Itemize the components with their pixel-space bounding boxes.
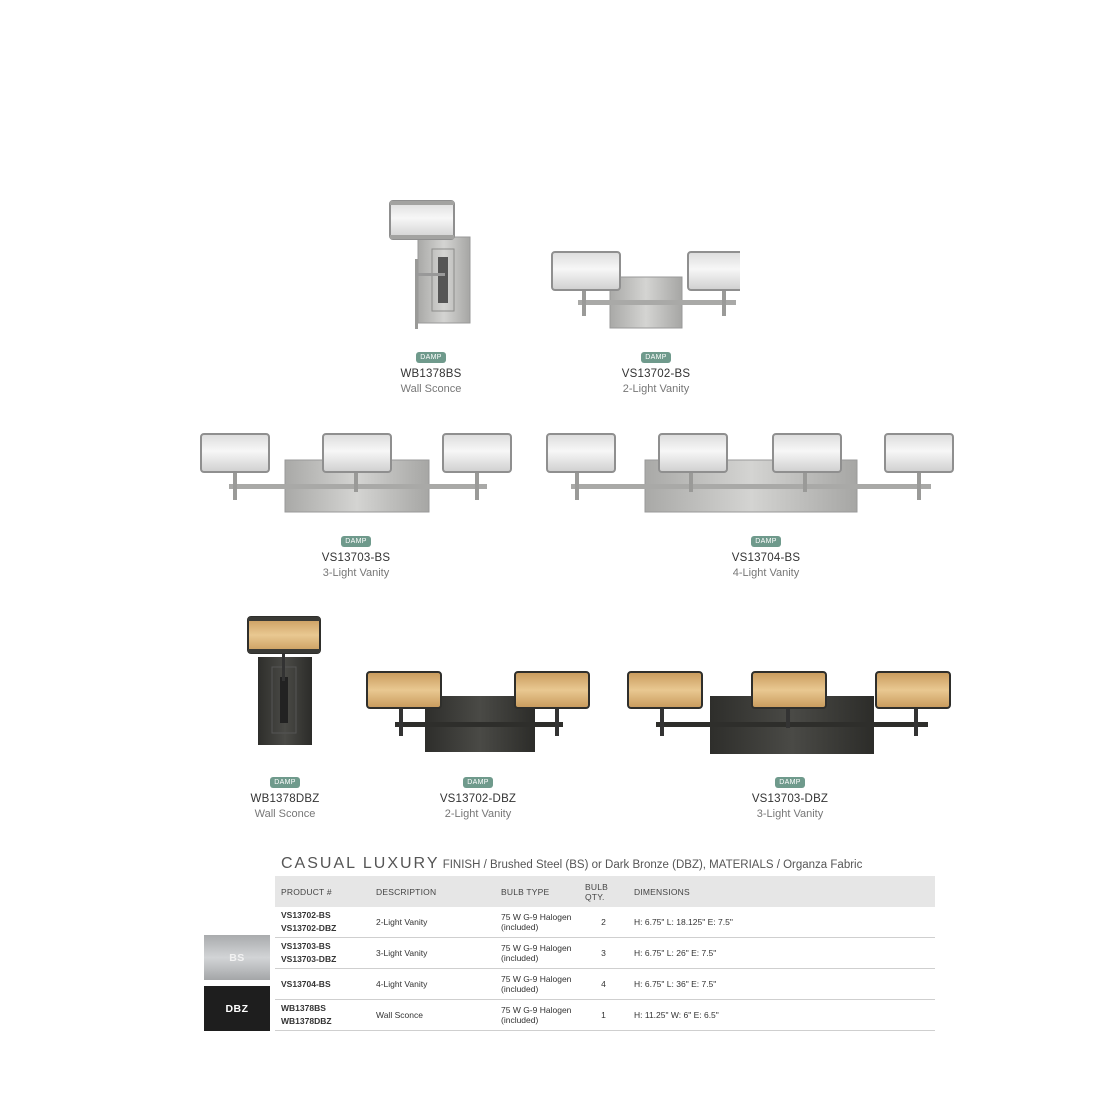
spec-table: PRODUCT # DESCRIPTION BULB TYPE BULB QTY… [275, 876, 935, 1031]
collection-finish-text: FINISH / Brushed Steel (BS) or Dark Bron… [439, 859, 863, 871]
bulb-type-cell: 75 W G-9 Halogen(included) [495, 999, 579, 1031]
product-caption-3: DAMP VS13703-BS 3-Light Vanity [256, 530, 456, 579]
product-code: WB1378DBZ [250, 793, 320, 805]
product-code: VS13703-BS [321, 552, 391, 564]
description-cell: 2-Light Vanity [370, 907, 495, 938]
product-cell: VS13704-BS [275, 968, 370, 1000]
bulb-note: (included) [501, 984, 539, 994]
description-cell: 3-Light Vanity [370, 937, 495, 969]
product-cell: VS13702-BS VS13702-DBZ [275, 907, 370, 938]
dimensions-cell: H: 6.75" L: 36" E: 7.5" [628, 968, 935, 1000]
product-code: VS13702-BS [281, 910, 331, 920]
vanity-4-light-bs-image [545, 432, 957, 514]
bulb-note: (included) [501, 953, 539, 963]
bulb-type-cell: 75 W G-9 Halogen(included) [495, 907, 579, 938]
wall-sconce-bs-image [388, 199, 474, 331]
wall-sconce-dbz-image [246, 615, 322, 747]
product-code: VS13702-DBZ [439, 793, 517, 805]
damp-badge: DAMP [751, 536, 781, 547]
table-row: VS13702-BS VS13702-DBZ 2-Light Vanity 75 … [275, 907, 935, 938]
collection-heading: CASUAL LUXURY FINISH / Brushed Steel (BS… [281, 855, 862, 873]
product-caption-5: DAMP WB1378DBZ Wall Sconce [185, 771, 385, 820]
column-header-dimensions: DIMENSIONS [628, 876, 935, 907]
product-code: VS13704-BS [281, 978, 331, 989]
column-header-product: PRODUCT # [275, 876, 370, 907]
finish-swatch-bs: BS [204, 935, 270, 980]
column-header-description: DESCRIPTION [370, 876, 495, 907]
bulb-qty-cell: 2 [579, 907, 628, 938]
bulb-type: 75 W G-9 Halogen [501, 1005, 572, 1015]
product-code: WB1378BS [281, 1003, 326, 1013]
table-row: VS13703-BS VS13703-DBZ 3-Light Vanity 75 … [275, 937, 935, 969]
bulb-note: (included) [501, 1015, 539, 1025]
dimensions-cell: H: 6.75" L: 18.125" E: 7.5" [628, 907, 935, 938]
dimensions-cell: H: 11.25" W: 6" E: 6.5" [628, 999, 935, 1031]
damp-badge: DAMP [270, 777, 300, 788]
product-description: 2-Light Vanity [622, 383, 690, 395]
vanity-3-light-dbz-image [626, 670, 956, 756]
product-caption-2: DAMP VS13702-BS 2-Light Vanity [556, 346, 756, 395]
vanity-2-light-dbz-image [365, 670, 593, 754]
product-caption-4: DAMP VS13704-BS 4-Light Vanity [666, 530, 866, 579]
product-code: VS13702-BS [621, 368, 691, 380]
column-header-bulb-qty: BULB QTY. [579, 876, 628, 907]
product-cell: VS13703-BS VS13703-DBZ [275, 937, 370, 969]
product-code: VS13703-DBZ [281, 954, 337, 964]
damp-badge: DAMP [341, 536, 371, 547]
bulb-type: 75 W G-9 Halogen [501, 912, 572, 922]
product-code: VS13704-BS [731, 552, 801, 564]
damp-badge: DAMP [641, 352, 671, 363]
bulb-note: (included) [501, 922, 539, 932]
product-code: VS13702-DBZ [281, 923, 337, 933]
description-cell: Wall Sconce [370, 999, 495, 1031]
column-header-bulb-type: BULB TYPE [495, 876, 579, 907]
bulb-qty-cell: 3 [579, 937, 628, 969]
product-description: 2-Light Vanity [444, 808, 512, 820]
product-description: Wall Sconce [400, 383, 462, 395]
collection-name: CASUAL LUXURY [281, 855, 440, 872]
bulb-type: 75 W G-9 Halogen [501, 974, 572, 984]
product-description: 4-Light Vanity [732, 567, 800, 579]
table-row: VS13704-BS 4-Light Vanity 75 W G-9 Halog… [275, 968, 935, 1000]
product-cell: WB1378BS WB1378DBZ [275, 999, 370, 1031]
product-caption-6: DAMP VS13702-DBZ 2-Light Vanity [378, 771, 578, 820]
product-description: 3-Light Vanity [756, 808, 824, 820]
damp-badge: DAMP [775, 777, 805, 788]
product-description: Wall Sconce [254, 808, 316, 820]
product-description: 3-Light Vanity [322, 567, 390, 579]
damp-badge: DAMP [416, 352, 446, 363]
vanity-3-light-bs-image [199, 432, 515, 514]
bulb-qty-cell: 1 [579, 999, 628, 1031]
product-code: WB1378DBZ [281, 1016, 332, 1026]
vanity-2-light-bs-image [550, 250, 740, 330]
product-caption-7: DAMP VS13703-DBZ 3-Light Vanity [690, 771, 890, 820]
finish-swatch-dbz: DBZ [204, 986, 270, 1031]
product-code: WB1378BS [400, 368, 462, 380]
bulb-type-cell: 75 W G-9 Halogen(included) [495, 968, 579, 1000]
dimensions-cell: H: 6.75" L: 26" E: 7.5" [628, 937, 935, 969]
bulb-type: 75 W G-9 Halogen [501, 943, 572, 953]
bulb-type-cell: 75 W G-9 Halogen(included) [495, 937, 579, 969]
bulb-qty-cell: 4 [579, 968, 628, 1000]
product-caption-1: DAMP WB1378BS Wall Sconce [331, 346, 531, 395]
damp-badge: DAMP [463, 777, 493, 788]
product-code: VS13703-BS [281, 941, 331, 951]
product-code: VS13703-DBZ [751, 793, 829, 805]
spec-table-header-row: PRODUCT # DESCRIPTION BULB TYPE BULB QTY… [275, 876, 935, 907]
description-cell: 4-Light Vanity [370, 968, 495, 1000]
table-row: WB1378BS WB1378DBZ Wall Sconce 75 W G-9 H… [275, 999, 935, 1031]
